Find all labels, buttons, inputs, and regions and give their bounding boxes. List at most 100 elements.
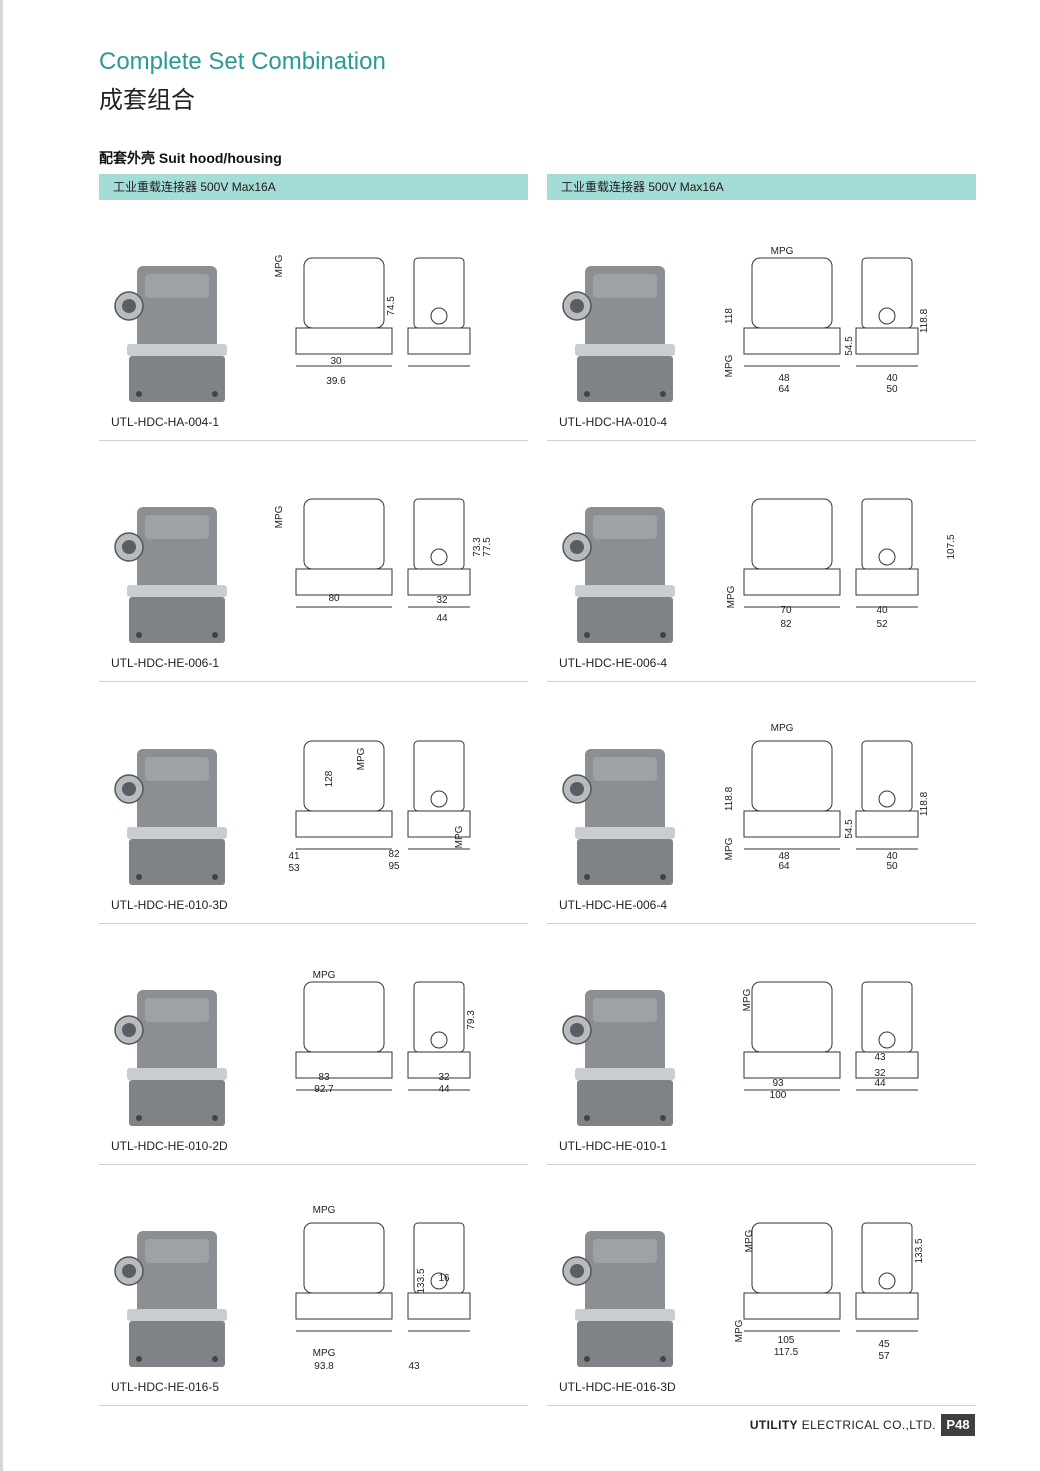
product-photo: [562, 749, 675, 885]
product-photo: [562, 1231, 675, 1367]
dimension-label: 40: [876, 605, 888, 616]
product-model: UTL-HDC-HE-006-1: [111, 656, 220, 670]
product-model: UTL-HDC-HA-010-4: [559, 415, 668, 429]
dimension-label: 40: [886, 851, 898, 862]
dimension-label: 30: [330, 356, 342, 367]
column-banner-left: 工业重载连接器 500V Max16A: [99, 174, 528, 200]
product-model: UTL-HDC-HE-010-3D: [111, 898, 228, 912]
page-number: P48: [941, 1414, 975, 1436]
dimension-label: 57: [878, 1351, 890, 1362]
dimension-label: 100: [770, 1090, 787, 1101]
page-edge: [0, 0, 3, 1471]
dimension-label: 77.5: [482, 537, 493, 557]
dimension-label: 45: [878, 1339, 890, 1350]
dimension-label: 83: [318, 1072, 330, 1083]
dimension-label: MPG: [274, 254, 285, 277]
dimension-label: 73.3: [472, 537, 483, 557]
product-model: UTL-HDC-HA-004-1: [111, 415, 220, 429]
row-divider: [547, 681, 976, 682]
dimension-label: 118.8: [724, 786, 735, 811]
dimension-label: 118.8: [919, 308, 930, 333]
dimension-label: MPG: [313, 1205, 336, 1216]
row-divider: [99, 1405, 528, 1406]
product-model: UTL-HDC-HE-006-4: [559, 656, 668, 670]
dimension-label: 117.5: [774, 1347, 799, 1358]
dimension-label: 52: [876, 619, 888, 630]
dimension-label: 16: [438, 1273, 450, 1284]
dimension-label: 64: [778, 384, 790, 395]
dimension-label: MPG: [454, 825, 465, 848]
dimension-label: 92.7: [314, 1084, 334, 1095]
row-divider: [547, 1405, 976, 1406]
product-model: UTL-HDC-HE-006-4: [559, 898, 668, 912]
dimension-label: 105: [778, 1335, 795, 1346]
dimension-label: 70: [780, 605, 792, 616]
dimension-label: 107.5: [946, 534, 957, 559]
dimension-label: 41: [288, 851, 300, 862]
dimension-label: MPG: [313, 970, 336, 981]
dimension-label: 54.5: [844, 336, 855, 356]
dimension-label: MPG: [771, 246, 794, 257]
dimension-label: 74.5: [386, 296, 397, 316]
dimension-label: MPG: [771, 723, 794, 734]
dimension-label: 133.5: [914, 1238, 925, 1263]
dimension-label: MPG: [274, 505, 285, 528]
dimension-label: MPG: [734, 1319, 745, 1342]
row-divider: [99, 1164, 528, 1165]
dimension-label: 82: [780, 619, 792, 630]
dimension-label: 80: [328, 593, 340, 604]
dimension-label: 79.3: [466, 1010, 477, 1030]
dimension-label: 53: [288, 863, 300, 874]
dimension-label: 44: [874, 1078, 886, 1089]
product-photo: [562, 990, 675, 1126]
column-banner-right: 工业重载连接器 500V Max16A: [547, 174, 976, 200]
dimension-label: 44: [438, 1084, 450, 1095]
dimension-label: 82: [388, 849, 400, 860]
product-model: UTL-HDC-HE-010-2D: [111, 1139, 228, 1153]
product-model: UTL-HDC-HE-016-5: [111, 1380, 220, 1394]
row-divider: [547, 440, 976, 441]
dimension-label: 40: [886, 373, 898, 384]
dimension-label: MPG: [313, 1348, 336, 1359]
dimension-label: 50: [886, 861, 898, 872]
product-photo: [114, 990, 227, 1126]
product-model: UTL-HDC-HE-010-1: [559, 1139, 668, 1153]
dimension-label: 64: [778, 861, 790, 872]
product-photo: [114, 1231, 227, 1367]
dimension-label: MPG: [356, 747, 367, 770]
dimension-label: 32: [438, 1072, 450, 1083]
product-photo: [562, 266, 675, 402]
product-photo: [114, 749, 227, 885]
dimension-label: 44: [436, 613, 448, 624]
product-photo: [562, 507, 675, 643]
dimension-label: 43: [874, 1052, 886, 1063]
dimension-label: 32: [874, 1068, 886, 1079]
dimension-label: 32: [436, 595, 448, 606]
dimension-label: 48: [778, 851, 790, 862]
dimension-label: 50: [886, 384, 898, 395]
dimension-label: 95: [388, 861, 400, 872]
dimension-label: 54.5: [844, 819, 855, 839]
dimension-label: 118: [724, 308, 735, 324]
dimension-label: MPG: [744, 1229, 755, 1252]
